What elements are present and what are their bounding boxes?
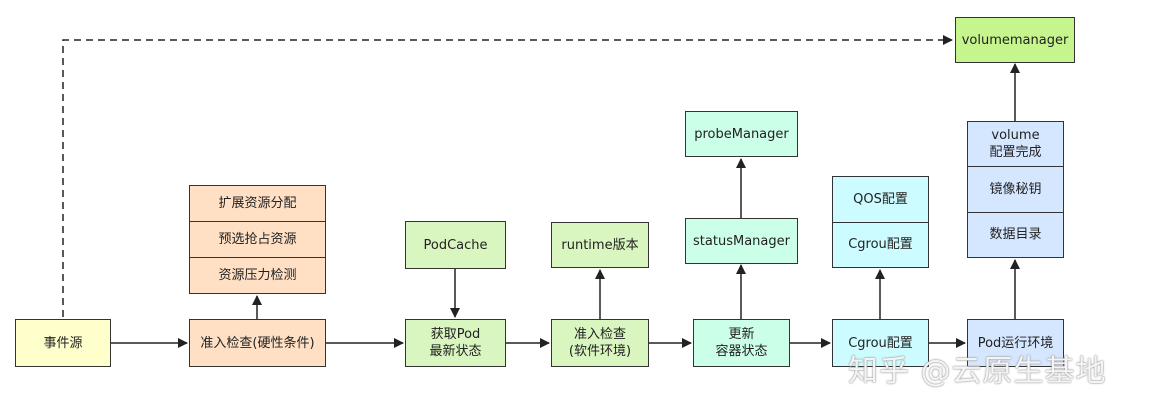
pod-runtime-env-node: Pod运行环境 bbox=[967, 319, 1064, 367]
watermark: 知乎 @云原生基地 bbox=[848, 354, 1107, 389]
data-directory-cell: 数据目录 bbox=[968, 211, 1063, 257]
event-source-node: 事件源 bbox=[15, 319, 111, 367]
probe-manager-label: probeManager bbox=[694, 126, 789, 142]
status-manager-label: statusManager bbox=[693, 233, 790, 249]
status-manager-node: statusManager bbox=[685, 218, 798, 264]
hard-checks-stack: 扩展资源分配 预选抢占资源 资源压力检测 bbox=[189, 185, 326, 294]
cgroup-config-cell: Cgrou配置 bbox=[833, 221, 928, 268]
volume-manager-node: volumemanager bbox=[955, 17, 1075, 63]
volume-manager-label: volumemanager bbox=[961, 32, 1069, 48]
admit-soft-node: 准入检查 (软件环境) bbox=[551, 319, 649, 367]
cgroup-config-label: Cgrou配置 bbox=[848, 335, 913, 351]
cgroup-config-node: Cgrou配置 bbox=[832, 319, 929, 367]
runtime-version-node: runtime版本 bbox=[551, 222, 649, 268]
admit-hard-node: 准入检查(硬性条件) bbox=[189, 319, 326, 367]
podcache-node: PodCache bbox=[405, 221, 506, 269]
probe-manager-node: probeManager bbox=[685, 111, 798, 157]
cgroup-stack: QOS配置 Cgrou配置 bbox=[832, 176, 929, 268]
qos-config-cell: QOS配置 bbox=[853, 191, 908, 207]
pod-runtime-env-label: Pod运行环境 bbox=[977, 335, 1054, 351]
update-container-status-node: 更新 容器状态 bbox=[693, 319, 790, 367]
runtime-version-label: runtime版本 bbox=[561, 237, 639, 253]
get-pod-status-node: 获取Pod 最新状态 bbox=[405, 319, 506, 367]
hard-check-resource-pressure: 资源压力检测 bbox=[190, 257, 325, 293]
hard-check-extended-resources: 扩展资源分配 bbox=[218, 196, 297, 211]
event-source-label: 事件源 bbox=[43, 335, 83, 351]
edge-event-to-volumemanager bbox=[62, 35, 953, 317]
update-container-status-label: 更新 容器状态 bbox=[715, 327, 768, 359]
volume-stack: volume 配置完成 镜像秘钥 数据目录 bbox=[967, 121, 1064, 258]
get-pod-status-label: 获取Pod 最新状态 bbox=[429, 327, 482, 359]
admit-hard-label: 准入检查(硬性条件) bbox=[200, 335, 315, 351]
volume-config-done-cell: volume 配置完成 bbox=[989, 128, 1042, 161]
hard-check-preemption: 预选抢占资源 bbox=[190, 221, 325, 257]
image-secret-cell: 镜像秘钥 bbox=[968, 166, 1063, 211]
podcache-label: PodCache bbox=[423, 237, 488, 253]
admit-soft-label: 准入检查 (软件环境) bbox=[568, 327, 632, 359]
